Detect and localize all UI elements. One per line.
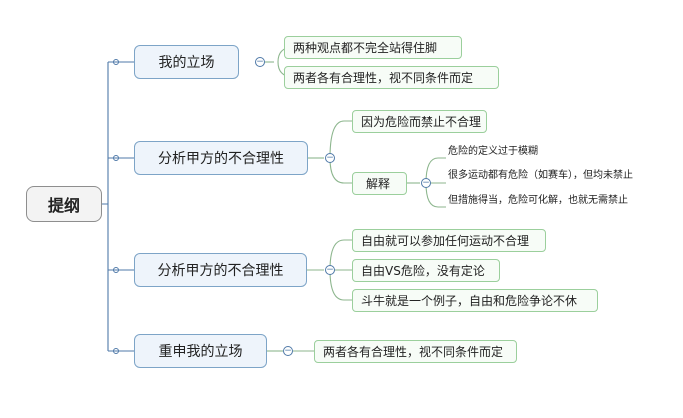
leaf-freedom-vs-danger[interactable]: 自由VS危险，没有定论 — [352, 259, 500, 282]
leaf-ban-due-to-danger[interactable]: 因为危险而禁止不合理 — [352, 110, 487, 133]
collapse-icon[interactable]: − — [283, 346, 293, 356]
branch-restate-position[interactable]: 重申我的立场 — [134, 334, 267, 368]
sub-leaf-danger-can-be-resolved[interactable]: 但措施得当，危险可化解，也就无需禁止 — [448, 195, 628, 206]
branch-analyze-party-a-1[interactable]: 分析甲方的不合理性 — [134, 141, 308, 175]
collapse-icon[interactable]: − — [421, 178, 431, 188]
collapse-icon[interactable]: − — [255, 57, 265, 67]
leaf-both-reasonable[interactable]: 两者各有合理性，视不同条件而定 — [284, 66, 499, 89]
collapse-icon[interactable]: − — [325, 153, 335, 163]
leaf-bullfighting-example[interactable]: 斗牛就是一个例子，自由和危险争论不休 — [352, 289, 598, 312]
leaf-restate-both-reasonable[interactable]: 两者各有合理性，视不同条件而定 — [314, 340, 517, 363]
branch-analyze-party-a-2[interactable]: 分析甲方的不合理性 — [134, 253, 307, 287]
leaf-freedom-any-sport[interactable]: 自由就可以参加任何运动不合理 — [352, 229, 546, 252]
sub-leaf-danger-definition[interactable]: 危险的定义过于模糊 — [448, 146, 538, 157]
collapse-icon[interactable]: − — [325, 265, 335, 275]
root-node[interactable]: 提纲 — [26, 186, 102, 222]
branch-my-position[interactable]: 我的立场 — [134, 45, 239, 79]
leaf-explanation[interactable]: 解释 — [352, 172, 407, 195]
sub-leaf-racing-example[interactable]: 很多运动都有危险（如赛车），但均未禁止 — [448, 170, 633, 181]
leaf-neither-view-holds[interactable]: 两种观点都不完全站得住脚 — [284, 36, 462, 59]
